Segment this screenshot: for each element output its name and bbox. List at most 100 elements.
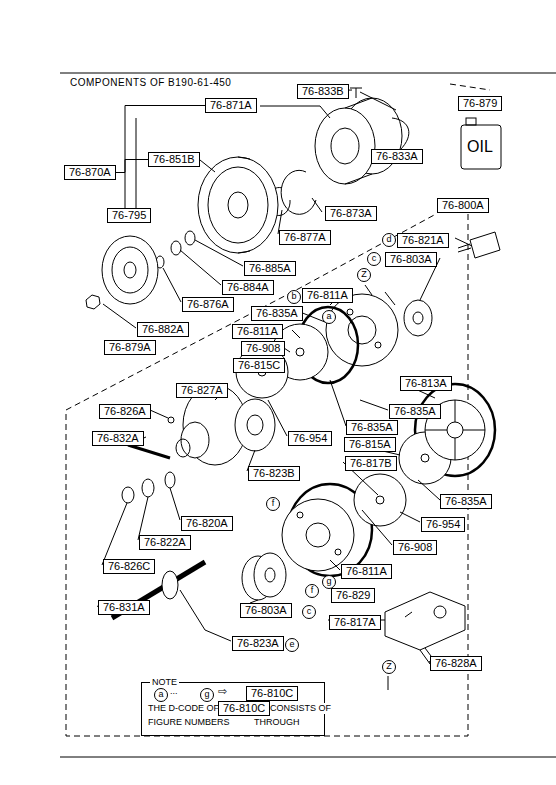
label-text: 76-795: [112, 209, 146, 221]
leader-lines-stroke: [103, 304, 136, 328]
label-text: 76-908: [246, 342, 280, 354]
mount-bracket: [385, 592, 465, 650]
mount-bracket-stroke: [385, 592, 465, 650]
label-text: 76-954: [426, 518, 460, 530]
frame-rule-stroke: [60, 73, 556, 74]
bearings-stroke: [122, 487, 134, 503]
label-text: 76-833A: [376, 150, 418, 162]
part-number-box: 76-835A: [251, 306, 303, 321]
label-text: g: [326, 576, 331, 586]
shims-stroke: [171, 241, 181, 255]
label-text: 76-826A: [104, 405, 146, 417]
note-box: NOTETHE D-CODE OFCONSISTS OFFIGURE NUMBE…: [141, 682, 325, 736]
label-text: 76-879A: [109, 341, 151, 353]
part-number-box: 76-954: [288, 431, 332, 446]
part-number-box: 76-811A: [341, 564, 392, 579]
bearings-stroke: [165, 472, 175, 488]
label-text: 76-815C: [238, 359, 280, 371]
rear-housing-stroke: [306, 523, 330, 547]
label-text: c: [372, 253, 377, 263]
shims-stroke: [185, 231, 195, 245]
shaft-seal-stroke: [413, 312, 423, 324]
label-text: 76-835A: [351, 421, 393, 433]
label-text: 76-811A: [346, 565, 387, 577]
label-text: c: [307, 606, 312, 616]
label-text: 76-810C: [251, 687, 293, 699]
label-text: a: [326, 311, 331, 321]
bearings-stroke: [142, 479, 154, 497]
magnet-coil: [315, 92, 409, 184]
leader-lines: [97, 90, 472, 666]
label-text: 76-873A: [330, 207, 372, 219]
rear-cover-stroke: [447, 422, 463, 438]
circled-letter: a: [322, 310, 336, 324]
relief-valve: [458, 232, 500, 258]
label-text: 76-826C: [108, 560, 150, 572]
label-text: Z: [386, 661, 392, 671]
label-text: 76-885A: [249, 262, 291, 274]
group-dashed-outline: [66, 84, 490, 736]
leader-lines-stroke: [292, 330, 300, 338]
label-text: Z: [361, 269, 367, 279]
bracket-connector: [116, 160, 148, 173]
relief-valve-stroke: [458, 244, 471, 252]
label-text: 76-832A: [97, 432, 139, 444]
circled-letter: c: [367, 252, 381, 266]
part-number-box: 76-835A: [389, 404, 441, 419]
leader-lines-stroke: [150, 410, 168, 418]
label-text: f: [272, 498, 275, 508]
part-number-box: 76-831A: [98, 600, 150, 615]
leader-lines-stroke: [268, 400, 287, 436]
part-number-box: 76-835A: [346, 420, 398, 435]
circled-letter: e: [285, 638, 299, 652]
label-text: 76-803A: [390, 253, 432, 265]
mount-bracket-stroke: [405, 612, 412, 617]
part-number-box: 76-826A: [99, 404, 151, 419]
valve-plates-stroke: [354, 474, 406, 526]
valve-plates-stroke: [421, 454, 429, 462]
note-text: FIGURE NUMBERS: [148, 717, 230, 728]
bearings: [122, 472, 175, 503]
label-text: 76-811A: [307, 289, 348, 301]
label-text: f: [311, 585, 314, 595]
rear-housing: [282, 499, 354, 571]
circled-letter: Z: [357, 268, 371, 282]
oil-can: [461, 118, 501, 169]
part-number-box: 76-885A: [244, 261, 296, 276]
bolt-stroke: [128, 445, 170, 458]
label-text: d: [386, 234, 391, 244]
label-text: 76-884A: [227, 281, 269, 293]
label-text: 76-815A: [349, 438, 391, 450]
label-text: 76-831A: [103, 601, 145, 613]
part-number-box: 76-835A: [440, 494, 492, 509]
label-text: 76-954: [293, 432, 327, 444]
part-number-box: 76-811A: [232, 324, 283, 339]
label-text: a: [158, 689, 163, 699]
part-number-box: 76-879A: [104, 340, 156, 355]
part-number-box: 76-908: [393, 540, 437, 555]
cylinder-block-stroke: [176, 439, 190, 457]
label-text: 76-827A: [181, 384, 223, 396]
bolt-stroke: [168, 417, 174, 423]
label-text: b: [291, 291, 296, 301]
leader-lines-stroke: [136, 118, 137, 208]
thrust-bearing-stroke: [235, 399, 275, 451]
label-text: 76-876A: [187, 298, 229, 310]
leader-lines-stroke: [102, 503, 127, 565]
oil-can-stroke: [461, 125, 501, 169]
label-text: 76-835A: [445, 495, 487, 507]
leader-lines-stroke: [330, 380, 346, 426]
label-text: g: [204, 689, 209, 699]
hub-plate-stroke: [102, 236, 158, 304]
cylinder-block-stroke: [181, 422, 209, 458]
part-number-box: 76-820A: [181, 516, 233, 531]
part-number-box: 76-800A: [437, 198, 489, 213]
leader-lines-stroke: [400, 512, 420, 522]
coil-screw: [350, 88, 362, 98]
part-number-box: 76-871A: [205, 98, 257, 113]
leader-lines-stroke: [180, 250, 221, 285]
leader-lines-stroke: [330, 560, 340, 570]
circled-letter: c: [302, 605, 316, 619]
relief-valve-stroke: [470, 232, 500, 258]
part-number-box: 76-821A: [397, 233, 449, 248]
